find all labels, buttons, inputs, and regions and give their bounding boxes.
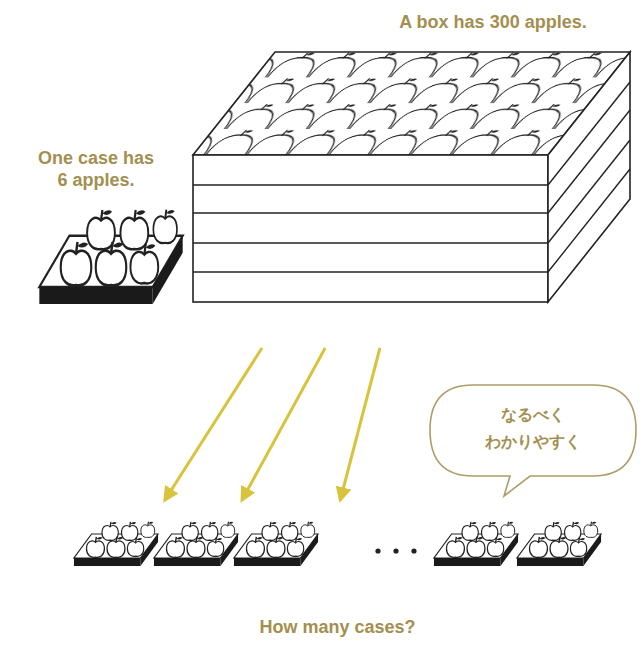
ellipsis-dot (411, 548, 416, 553)
flow-arrow (165, 348, 262, 500)
box-front-face (193, 155, 548, 302)
bubble-shape (430, 385, 636, 496)
case-row-node: How many cases? (60, 500, 615, 648)
node-text: なるべく わかりやすく (476, 401, 590, 455)
apple-case (434, 522, 518, 566)
node-text: How many cases? (170, 616, 505, 638)
box-layer-lines (193, 82, 630, 272)
apple-case (234, 522, 318, 566)
case-node: One case has 6 apples. (10, 142, 180, 307)
apple-case (74, 522, 158, 566)
box-node: A box has 300 apples. (193, 8, 638, 348)
ellipsis-dot (393, 548, 398, 553)
apple-case (517, 522, 601, 566)
case-row (74, 522, 601, 566)
apple-box (193, 52, 630, 302)
node-text: One case has 6 apples. (33, 147, 159, 191)
speech-bubble: なるべく わかりやすく (428, 383, 638, 498)
apple-case (154, 522, 238, 566)
flow-arrow (340, 348, 380, 500)
node-text: A box has 300 apples. (353, 11, 633, 33)
ellipsis-dot (375, 548, 380, 553)
single-case (39, 210, 182, 304)
flow-arrow (242, 348, 325, 500)
box-side-face (548, 52, 630, 302)
